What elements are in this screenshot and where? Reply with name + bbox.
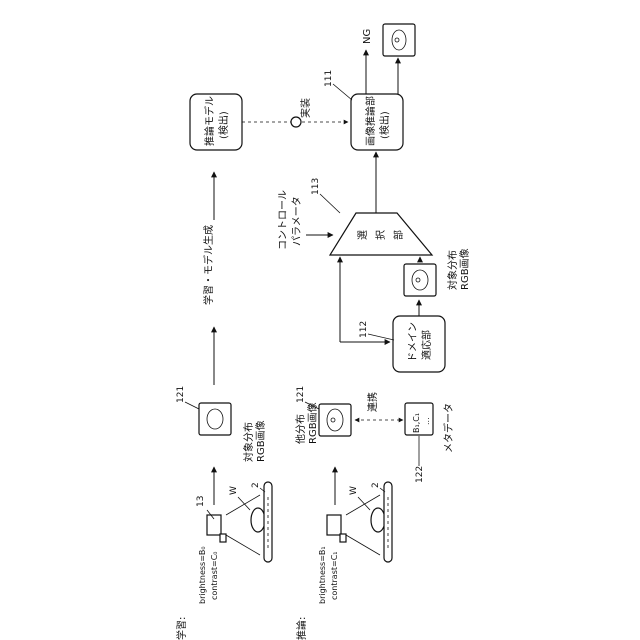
ref-112: 112: [359, 321, 369, 338]
camera-param-contrast-inference: contrast=C₁: [330, 552, 339, 601]
ref-121-learning: 121: [176, 386, 186, 403]
domain-adaptation-box: [393, 316, 445, 372]
inference-model-box: [190, 94, 242, 150]
other-image-caption-2: RGB画像: [307, 402, 319, 444]
conveyor-learning: [264, 482, 272, 562]
image-inference-box: [351, 94, 403, 150]
domain-adaptation-label-2: 適応部: [420, 330, 433, 360]
ref-W-learning: W: [229, 486, 239, 495]
generation-label: 学習・モデル生成: [202, 225, 215, 305]
ref-121-inference: 121: [296, 386, 306, 403]
image-inference-label-1: 画像推論部: [364, 96, 377, 146]
deploy-label: 実装: [299, 98, 312, 118]
ng-label: NG: [362, 29, 373, 44]
control-param-label-2: パラメータ: [291, 196, 303, 246]
camera-param-contrast-learning: contrast=C₀: [210, 552, 219, 601]
ref-13: 13: [196, 496, 206, 507]
learning-label: 学習:: [175, 617, 188, 640]
selector-label-3: 部: [392, 230, 405, 240]
selector-label-1: 選: [356, 230, 369, 240]
metadata-caption: メタデータ: [442, 403, 455, 453]
camera-param-brightness-inference: brightness=B₁: [318, 546, 327, 604]
link-label: 連携: [366, 392, 379, 412]
ref-122: 122: [415, 466, 425, 483]
ref-2-learning: 2: [251, 482, 261, 488]
adapted-image-caption-1: 対象分布: [446, 250, 459, 290]
deploy-circle: [291, 117, 301, 127]
ref-111: 111: [324, 70, 334, 87]
target-image-learning-caption-1: 対象分布: [242, 422, 255, 462]
inference-label: 推論:: [295, 617, 308, 640]
camera-param-brightness-learning: brightness=B₀: [198, 546, 207, 604]
adapted-image-caption-2: RGB画像: [459, 248, 471, 290]
selector-label-2: 択: [374, 230, 387, 240]
inference-model-label-2: (検出): [217, 111, 230, 139]
target-image-learning: [199, 403, 231, 435]
workpiece-inference: [371, 508, 385, 532]
ref-2-inference: 2: [371, 482, 381, 488]
inference-model-label-1: 推論モデル: [203, 96, 216, 146]
metadata-box-line-1: B₁,C₁: [412, 413, 421, 433]
conveyor-inference: [384, 482, 392, 562]
ref-W-inference: W: [349, 486, 359, 495]
target-image-learning-caption-2: RGB画像: [255, 420, 267, 462]
control-param-label-1: コントロール: [278, 190, 289, 250]
workpiece-learning: [251, 508, 265, 532]
metadata-box-line-2: ...: [422, 417, 431, 425]
other-image-caption-1: 他分布: [294, 414, 307, 444]
rotated-figure: 学習: 推論: 13 brightness=B₀ contrast=C₀ W 2…: [175, 24, 471, 640]
image-inference-label-2: (検出): [378, 111, 391, 139]
ref-113: 113: [311, 178, 321, 195]
domain-adaptation-label-1: ドメイン: [408, 322, 419, 362]
